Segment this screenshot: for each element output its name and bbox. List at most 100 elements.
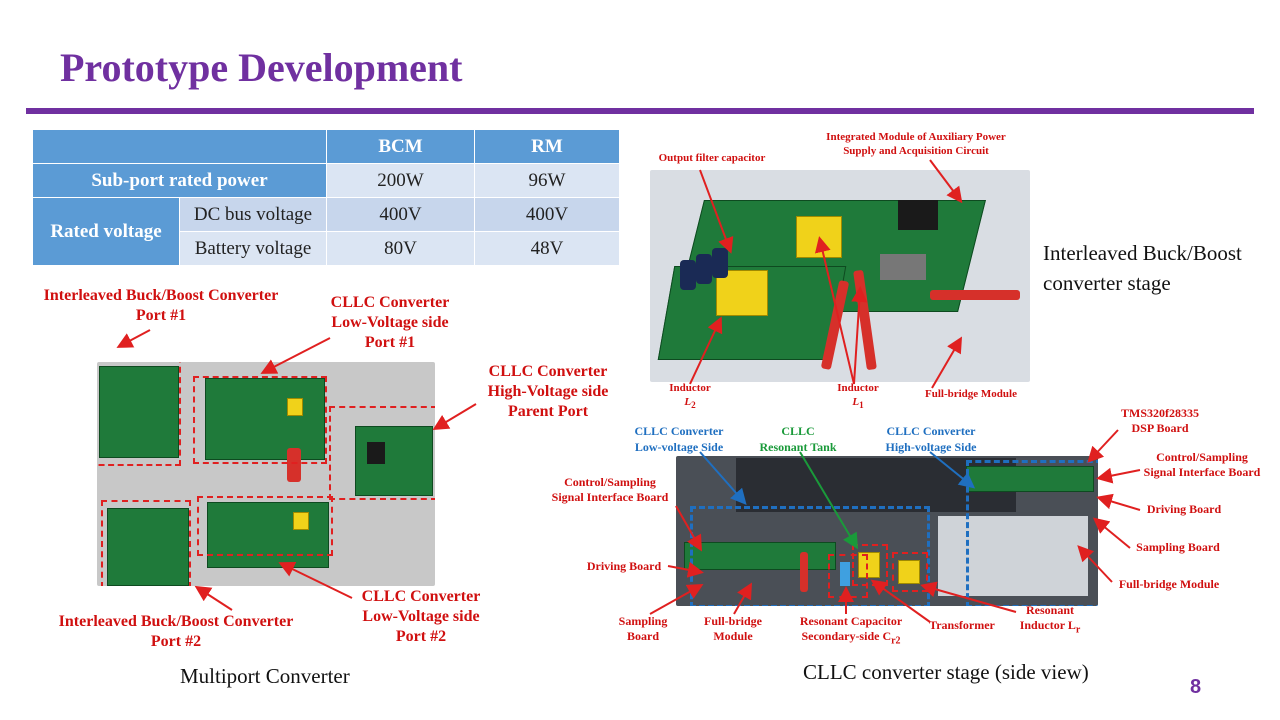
label-line: L1	[828, 396, 888, 412]
transformer	[858, 552, 880, 578]
label-line: Interleaved Buck/Boost Converter	[58, 613, 294, 630]
label-line: Board	[626, 629, 659, 643]
capacitor	[680, 260, 696, 290]
label-line: Interleaved Buck/Boost Converter	[43, 287, 279, 304]
wire	[930, 290, 1020, 300]
col-header-rm: RM	[474, 129, 620, 164]
cell-power-rm: 96W	[474, 163, 620, 198]
rescap-text: Secondary-side C	[801, 629, 892, 643]
page-number: 8	[1190, 676, 1202, 698]
col-header-bcm: BCM	[326, 129, 475, 164]
label-transformer: Transformer	[929, 618, 995, 632]
caption-line: Interleaved Buck/Boost	[1043, 241, 1242, 265]
cell-battery-rm: 48V	[474, 231, 620, 266]
inductor	[293, 512, 309, 530]
label-line: CLLC Converter	[330, 294, 450, 311]
table-corner-cell	[32, 129, 327, 164]
resonant-capacitor	[840, 562, 850, 586]
table-header-row: BCM RM	[32, 129, 620, 164]
label-line: Parent Port	[507, 403, 589, 420]
label-line: Inductor	[837, 382, 879, 394]
label-line: Low-voltage Side	[634, 439, 724, 454]
label-inductor-l2: Inductor L2	[660, 382, 720, 411]
table-row: Sub-port rated power 200W 96W	[32, 163, 620, 198]
label-aux-module: Integrated Module of Auxiliary Power Sup…	[796, 131, 1036, 159]
cllc-photo	[676, 456, 1098, 606]
capacitor	[696, 254, 712, 284]
multiport-photo	[97, 362, 435, 586]
label-line: Low-Voltage side	[362, 608, 480, 625]
inductor	[287, 398, 303, 416]
label-cllc-lv-side: CLLC Converter Low-voltage Side	[622, 424, 736, 455]
label-cllc-lv-port2: CLLC Converter Low-Voltage side Port #2	[336, 587, 506, 647]
specs-table: BCM RM Sub-port rated power 200W 96W Rat…	[32, 129, 620, 266]
caption-buckboost: Interleaved Buck/Boost converter stage	[1043, 238, 1242, 298]
region-hv-side	[966, 460, 1098, 606]
connector	[880, 254, 926, 280]
label-buckboost-port2: Interleaved Buck/Boost Converter Port #2	[36, 612, 316, 652]
row-group-rated-voltage: Rated voltage	[32, 197, 180, 266]
label-line: L2	[660, 396, 720, 412]
label-line: Port #2	[150, 633, 202, 650]
label-line: Control/Sampling	[1156, 450, 1248, 464]
label-line: Sampling	[618, 614, 668, 628]
wire	[800, 552, 808, 592]
buckboost-photo	[650, 170, 1030, 382]
label-cllc-hv-side: CLLC Converter High-voltage Side	[874, 424, 988, 455]
label-line: CLLC Converter	[634, 424, 724, 438]
label-dsp-board: TMS320f28335 DSP Board	[1100, 406, 1220, 436]
label-line: Integrated Module of Auxiliary Power	[826, 131, 1006, 143]
label-buckboost-port1: Interleaved Buck/Boost Converter Port #1	[16, 286, 306, 326]
wire	[287, 448, 301, 482]
capacitor	[712, 248, 728, 278]
label-fullbridge-right: Full-bridge Module	[1118, 577, 1220, 591]
label-fullbridge-left: Full-bridge Module	[690, 614, 776, 644]
label-line: Secondary-side Cr2	[788, 629, 914, 648]
pcb-board	[99, 366, 179, 458]
label-line: CLLC Converter	[886, 424, 976, 438]
label-line: High-Voltage side	[487, 383, 609, 400]
inductor-subscript: 2	[691, 399, 696, 410]
label-inductor-l1: Inductor L1	[828, 382, 888, 411]
row-label-power: Sub-port rated power	[32, 163, 327, 198]
label-line: DSP Board	[1131, 421, 1189, 435]
cell-dcbus-bcm: 400V	[326, 197, 475, 232]
table-row: Battery voltage 80V 48V	[33, 231, 620, 266]
label-ctrl-board-left: Control/Sampling Signal Interface Board	[540, 475, 680, 505]
label-line: CLLC Converter	[488, 363, 608, 380]
label-line: TMS320f28335	[1121, 406, 1199, 420]
cell-power-bcm: 200W	[326, 163, 475, 198]
label-line: Module	[713, 629, 753, 643]
label-line: Port #1	[364, 334, 416, 351]
title-rule	[26, 108, 1254, 114]
chip	[367, 442, 385, 464]
relay	[898, 200, 938, 230]
label-fullbridge-module: Full-bridge Module	[925, 388, 1017, 400]
row-label-battery: Battery voltage	[179, 231, 327, 266]
label-line: Inductor	[669, 382, 711, 394]
cell-dcbus-rm: 400V	[474, 197, 620, 232]
label-line: Inductor Lr	[1010, 618, 1090, 637]
inductor-l1	[796, 216, 842, 258]
label-line: Signal Interface Board	[551, 490, 669, 504]
region-buckboost-2	[101, 500, 191, 586]
label-line: Low-Voltage side	[331, 314, 449, 331]
table-row: Rated voltage DC bus voltage 400V 400V	[32, 197, 620, 266]
inductor-subscript: 1	[859, 399, 864, 410]
caption-multiport: Multiport Converter	[180, 664, 350, 688]
resind-text: Inductor L	[1019, 618, 1076, 632]
row-label-dc-bus: DC bus voltage	[179, 197, 327, 232]
label-line: Resonant Tank	[759, 439, 837, 454]
caption-line: converter stage	[1043, 271, 1171, 295]
rescap-subscript: r2	[891, 635, 901, 647]
heatsink	[938, 516, 1088, 596]
label-line: Port #1	[135, 307, 187, 324]
pcb-board	[684, 542, 836, 570]
label-line: CLLC Converter	[361, 588, 481, 605]
label-sampling-board-left: Sampling Board	[610, 614, 676, 644]
region-resind	[892, 552, 928, 592]
inductor-symbol: L	[852, 395, 860, 408]
label-line: Supply and Acquisition Circuit	[843, 144, 989, 157]
label-cllc-lv-port1: CLLC Converter Low-Voltage side Port #1	[300, 293, 480, 353]
label-sampling-board-right: Sampling Board	[1136, 540, 1220, 554]
